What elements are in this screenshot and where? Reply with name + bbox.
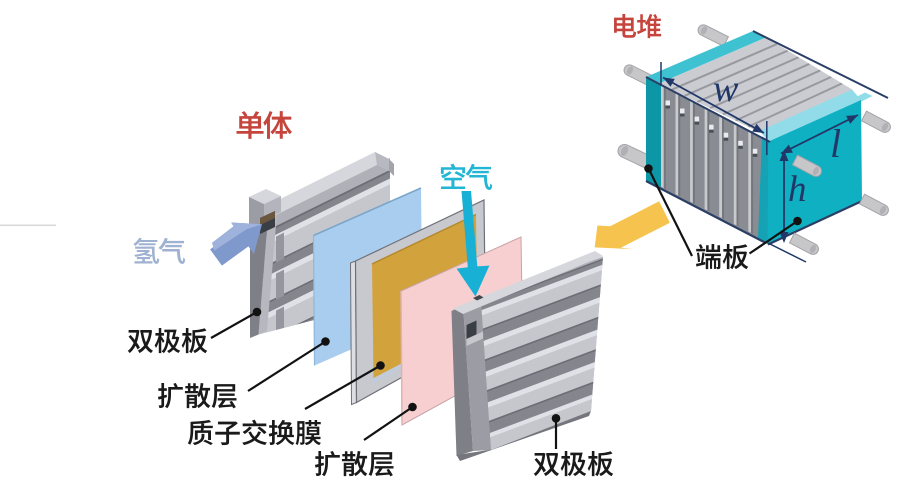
- svg-text:w: w: [713, 68, 739, 110]
- svg-text:l: l: [830, 121, 841, 166]
- svg-text:h: h: [788, 169, 807, 210]
